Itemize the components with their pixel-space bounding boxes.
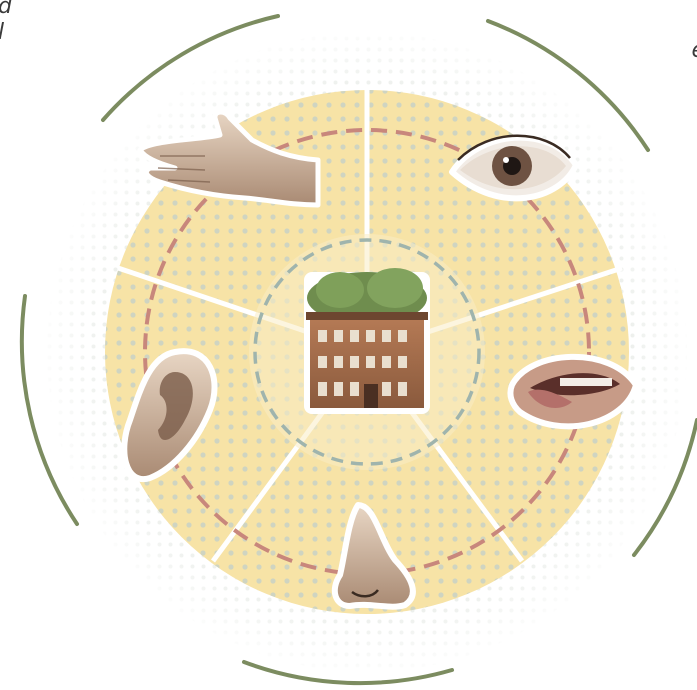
cropped-text-line-1: d [0,0,12,19]
cropped-text-top-right: e [691,38,697,64]
cropped-text-line-2: l [0,20,4,45]
building-icon [304,268,430,414]
cropped-text-top-left: d l [0,0,12,46]
